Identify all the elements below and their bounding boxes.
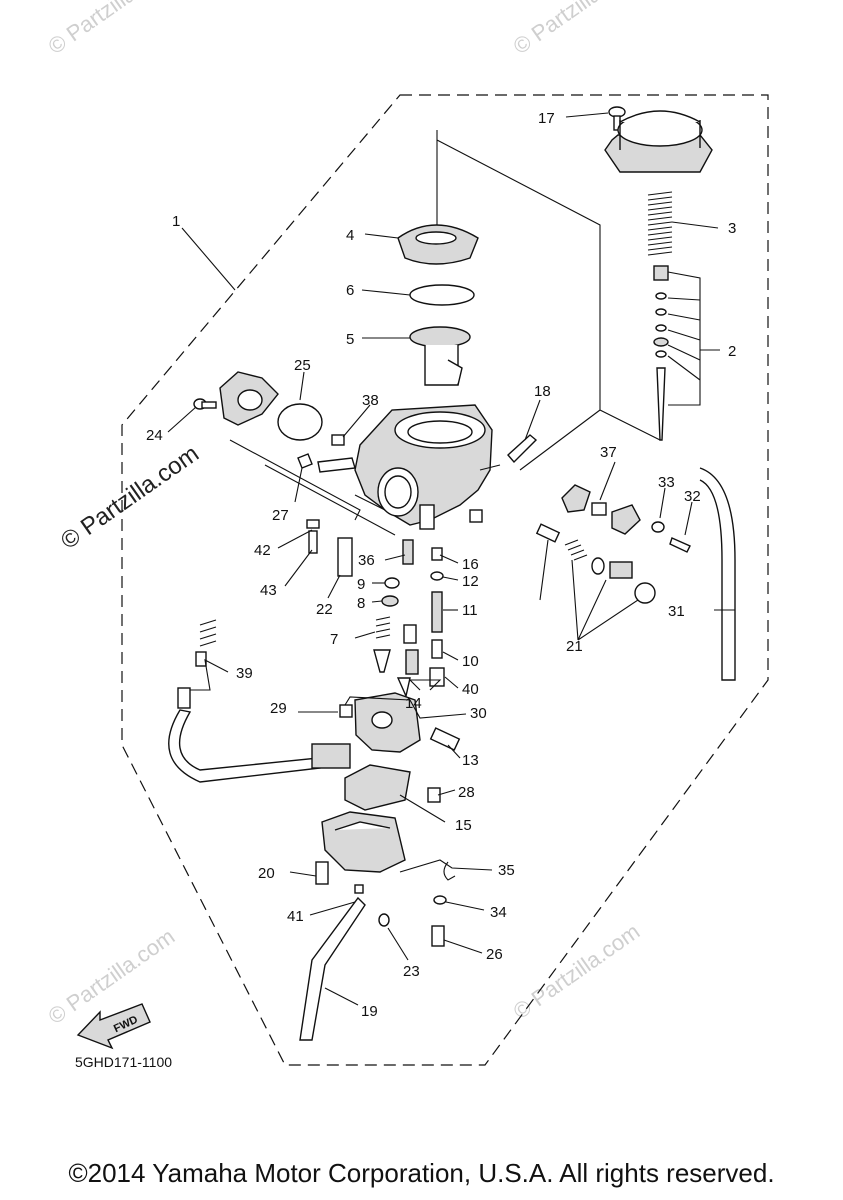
spring-part — [647, 191, 673, 256]
callout-label: 8 — [357, 595, 365, 612]
callout-label: 26 — [486, 946, 503, 963]
callout-label: 31 — [668, 603, 685, 620]
needle-valve-seat — [339, 692, 461, 803]
hose-nipple-part — [297, 453, 356, 473]
callout-label: 38 — [362, 392, 379, 409]
leader-lines — [167, 112, 735, 1006]
callout-label: 43 — [260, 582, 277, 599]
callout-label: 12 — [462, 573, 479, 590]
callout-label: 37 — [600, 444, 617, 461]
drain-screw-parts — [431, 861, 456, 947]
accelerator-pump-cover — [561, 484, 691, 553]
callout-label: 20 — [258, 865, 275, 882]
screw-part — [193, 398, 217, 410]
carburetor-body — [354, 404, 501, 530]
callout-label: 29 — [270, 700, 287, 717]
callout-label: 3 — [728, 220, 736, 237]
float-bowl-part — [315, 811, 406, 927]
callout-label: 18 — [534, 383, 551, 400]
diaphragm-part — [397, 224, 479, 265]
callout-label: 40 — [462, 681, 479, 698]
watermark-text: © Partzilla.com — [509, 0, 645, 59]
copyright-notice: ©2014 Yamaha Motor Corporation, U.S.A. A… — [68, 1158, 775, 1188]
callout-label: 2 — [728, 343, 736, 360]
callout-label: 28 — [458, 784, 475, 801]
fwd-arrow-icon: FWD — [76, 1003, 151, 1050]
reference-line — [436, 130, 661, 471]
callout-label: 23 — [403, 963, 420, 980]
piston-valve-part — [409, 326, 471, 386]
hose-part — [699, 467, 736, 681]
nipple-part — [507, 434, 538, 464]
top-cover-part — [604, 110, 713, 173]
callout-label: 27 — [272, 507, 289, 524]
screw-part — [608, 106, 626, 131]
flange-plate-part — [219, 371, 279, 426]
reference-line — [229, 439, 396, 536]
callout-label: 32 — [684, 488, 701, 505]
jet-parts — [306, 519, 445, 699]
partzilla-watermark: © Partzilla.com — [56, 440, 204, 555]
callout-label: 33 — [658, 474, 675, 491]
callout-label: 19 — [361, 1003, 378, 1020]
callout-label: 25 — [294, 357, 311, 374]
callout-label: 6 — [346, 282, 354, 299]
callout-label: 34 — [490, 904, 507, 921]
callout-label: 42 — [254, 542, 271, 559]
gasket-part — [277, 403, 323, 441]
callout-label: 10 — [462, 653, 479, 670]
float-gasket-part — [344, 764, 411, 811]
watermark-text: © Partzilla.com — [44, 0, 180, 59]
callout-label: 35 — [498, 862, 515, 879]
watermark-text: © Partzilla.com — [509, 919, 645, 1025]
watermark-text: © Partzilla.com — [44, 924, 180, 1030]
drain-hose-part — [299, 896, 366, 1041]
callout-label: 1 — [172, 213, 180, 230]
plunger-assembly — [535, 523, 656, 604]
callout-label: 7 — [330, 631, 338, 648]
jet-needle-set — [653, 265, 669, 441]
drawing-code: 5GHD171-1100 — [75, 1054, 172, 1070]
o-ring-part — [409, 284, 475, 306]
fitting-part — [331, 434, 345, 446]
callout-label: 4 — [346, 227, 354, 244]
callout-label: 22 — [316, 601, 333, 618]
callout-label: 17 — [538, 110, 555, 127]
callout-label: 41 — [287, 908, 304, 925]
callout-label: 39 — [236, 665, 253, 682]
callout-label: 14 — [405, 695, 422, 712]
callout-label: 9 — [357, 576, 365, 593]
callout-labels: 1 2 3 4 5 6 7 8 9 10 11 12 13 14 15 16 1… — [146, 110, 736, 1020]
throttle-cable-part — [168, 619, 351, 783]
callout-label: 11 — [462, 602, 478, 619]
assembly-outline — [121, 94, 769, 1066]
watermark-group: © Partzilla.com © Partzilla.com © Partzi… — [44, 0, 645, 1029]
callout-label: 15 — [455, 817, 472, 834]
callout-label: 16 — [462, 556, 479, 573]
callout-label: 5 — [346, 331, 354, 348]
callout-label: 13 — [462, 752, 479, 769]
callout-label: 30 — [470, 705, 487, 722]
callout-label: 21 — [566, 638, 583, 655]
callout-label: 36 — [358, 552, 375, 569]
callout-label: 24 — [146, 427, 163, 444]
